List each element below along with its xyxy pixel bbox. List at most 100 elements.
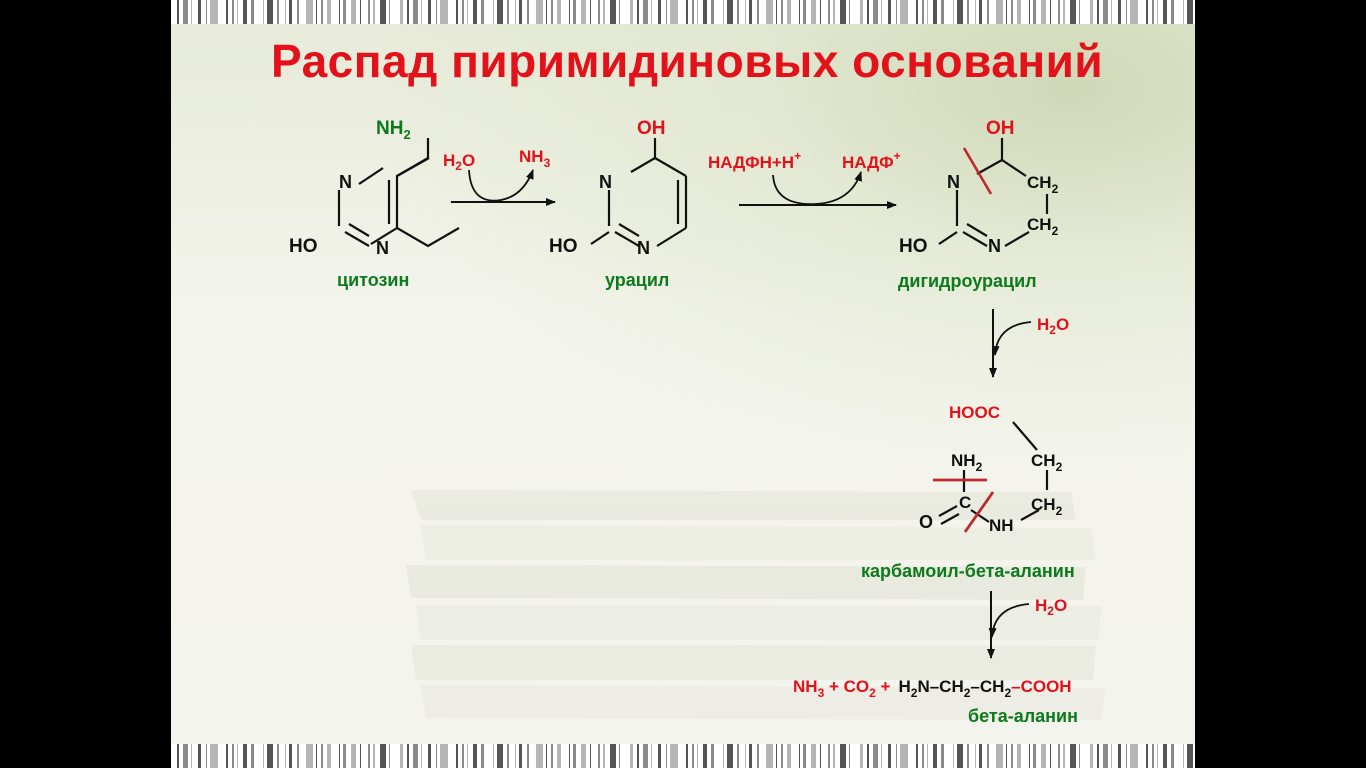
strip-bar bbox=[1171, 0, 1174, 24]
strip-bar bbox=[953, 744, 954, 768]
strip-bar bbox=[551, 0, 553, 24]
strip-bar bbox=[603, 744, 605, 768]
strip-bar bbox=[226, 744, 228, 768]
strip-bar bbox=[922, 744, 924, 768]
strip-bar bbox=[1063, 0, 1065, 24]
strip-bar bbox=[321, 744, 323, 768]
strip-bar bbox=[630, 744, 633, 768]
strip-bar bbox=[360, 0, 361, 24]
strip-bar bbox=[799, 0, 800, 24]
strip-bar bbox=[670, 744, 678, 768]
strip-bar bbox=[413, 744, 418, 768]
strip-bar bbox=[237, 744, 238, 768]
strip-bar bbox=[237, 0, 238, 24]
strip-bar bbox=[473, 744, 477, 768]
strip-bar bbox=[400, 0, 403, 24]
strip-bar bbox=[711, 744, 714, 768]
strip-bar bbox=[1063, 744, 1065, 768]
strip-bar bbox=[1103, 744, 1108, 768]
strip-bar bbox=[339, 0, 340, 24]
uracil-n1: N bbox=[599, 172, 612, 192]
strip-bar bbox=[1029, 744, 1030, 768]
strip-bar bbox=[519, 744, 522, 768]
strip-bar bbox=[400, 744, 403, 768]
strip-bar bbox=[867, 0, 869, 24]
strip-bar bbox=[840, 0, 846, 24]
uracil-label: урацил bbox=[605, 270, 669, 290]
strip-bar bbox=[462, 0, 464, 24]
strip-bar bbox=[867, 744, 869, 768]
strip-bar bbox=[598, 744, 600, 768]
strip-bar bbox=[757, 0, 759, 24]
strip-bar bbox=[811, 744, 816, 768]
strip-bar bbox=[873, 0, 878, 24]
strip-bar bbox=[957, 0, 963, 24]
strip-bar bbox=[630, 0, 633, 24]
strip-bar bbox=[343, 0, 346, 24]
strip-bar bbox=[316, 744, 317, 768]
strip-bar bbox=[206, 744, 207, 768]
strip-bar bbox=[745, 0, 746, 24]
strip-bar bbox=[297, 0, 299, 24]
strip-bar bbox=[840, 744, 846, 768]
strip-bar bbox=[569, 0, 570, 24]
strip-bar bbox=[849, 0, 850, 24]
strip-bar bbox=[979, 0, 982, 24]
strip-bar bbox=[610, 0, 616, 24]
strip-bar bbox=[1006, 0, 1007, 24]
strip-bar bbox=[428, 0, 431, 24]
strip-bar bbox=[610, 744, 616, 768]
strip-bar bbox=[651, 744, 652, 768]
strip-bar bbox=[1070, 744, 1076, 768]
strip-bar bbox=[896, 744, 897, 768]
strip-bar bbox=[373, 0, 375, 24]
strip-bar bbox=[692, 744, 694, 768]
strip-bar bbox=[637, 0, 639, 24]
strip-bar bbox=[497, 0, 503, 24]
strip-bar bbox=[658, 0, 661, 24]
strip-bar bbox=[267, 744, 273, 768]
strip-bar bbox=[316, 0, 317, 24]
strip-bar bbox=[343, 744, 346, 768]
carbamoyl-ch2-a: CH2 bbox=[1031, 451, 1063, 474]
reagent-water-4: H2O bbox=[1035, 596, 1067, 618]
strip-bar bbox=[380, 744, 386, 768]
strip-bar bbox=[996, 0, 1003, 24]
strip-bar bbox=[407, 0, 409, 24]
strip-bar bbox=[670, 0, 678, 24]
slide: Распад пиримидиновых оснований bbox=[171, 0, 1195, 768]
strip-bar bbox=[536, 744, 543, 768]
cytosine-amino-group: NH2 bbox=[376, 118, 411, 142]
strip-bar bbox=[467, 744, 468, 768]
beta-alanine-label: бета-аланин bbox=[968, 706, 1078, 726]
strip-bar bbox=[666, 744, 667, 768]
dihydrouracil-hydroxyl-top: OH bbox=[986, 118, 1015, 139]
strip-bar bbox=[737, 744, 739, 768]
strip-bar bbox=[975, 744, 976, 768]
strip-bar bbox=[198, 0, 201, 24]
strip-bar bbox=[941, 744, 944, 768]
strip-bar bbox=[781, 744, 783, 768]
strip-bar bbox=[953, 0, 954, 24]
strip-bar bbox=[210, 0, 218, 24]
strip-bar bbox=[697, 0, 698, 24]
carbamoyl-ch2-b: CH2 bbox=[1031, 495, 1063, 518]
strip-bar bbox=[1033, 0, 1036, 24]
reagent-nadph: НАДФН+Н+ bbox=[708, 149, 801, 172]
strip-bar bbox=[803, 0, 806, 24]
final-products-equation: NH3 + CO2 +H2N–CH2–CH2–COOH bbox=[793, 677, 1072, 700]
strip-bar bbox=[481, 0, 484, 24]
strip-bar bbox=[198, 744, 201, 768]
strip-bar bbox=[849, 744, 850, 768]
strip-bar bbox=[1006, 744, 1007, 768]
strip-bar bbox=[1050, 0, 1051, 24]
strip-bar bbox=[436, 744, 437, 768]
strip-bar bbox=[776, 0, 777, 24]
strip-bar bbox=[703, 0, 707, 24]
strip-bar bbox=[557, 0, 561, 24]
strip-bar bbox=[277, 0, 279, 24]
strip-bar bbox=[515, 744, 516, 768]
strip-bar bbox=[546, 0, 547, 24]
reaction-arrow-4: H2O bbox=[987, 591, 1067, 659]
uracil-n3: N bbox=[637, 238, 650, 258]
